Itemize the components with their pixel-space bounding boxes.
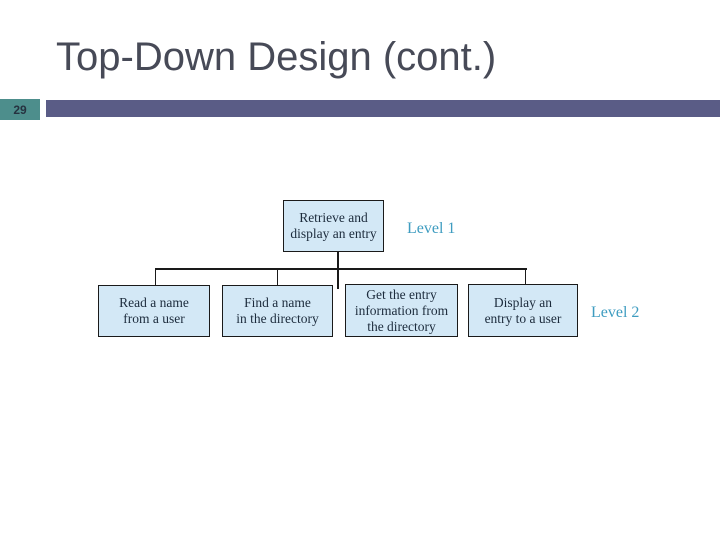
diagram-box-display-entry: Display an entry to a user [468,284,578,337]
level-1-label: Level 1 [407,220,456,237]
slide-title: Top-Down Design (cont.) [56,35,497,79]
diagram-box-get-entry-info-label: Get the entry information from the direc… [354,286,449,334]
diagram-box-find-name: Find a name in the directory [222,285,333,337]
diagram-box-find-name-label: Find a name in the directory [236,295,319,326]
diagram-box-get-entry-info: Get the entry information from the direc… [345,284,458,337]
diagram-box-retrieve-display-label: Retrieve and display an entry [290,210,377,241]
accent-bar [46,100,720,117]
connector-drop-child-4 [524,268,526,284]
level-2-label: Level 2 [591,304,640,321]
connector-drop-child-2 [276,268,278,285]
connector-horizontal-bus [154,268,527,270]
connector-root-riser [337,252,339,289]
diagram-box-read-name: Read a name from a user [98,285,210,337]
connector-drop-child-1 [154,268,156,285]
diagram-box-retrieve-display: Retrieve and display an entry [283,200,384,252]
diagram-box-read-name-label: Read a name from a user [119,295,189,326]
diagram-box-display-entry-label: Display an entry to a user [484,294,562,326]
page-number: 29 [13,102,27,117]
page-number-badge: 29 [0,99,40,120]
